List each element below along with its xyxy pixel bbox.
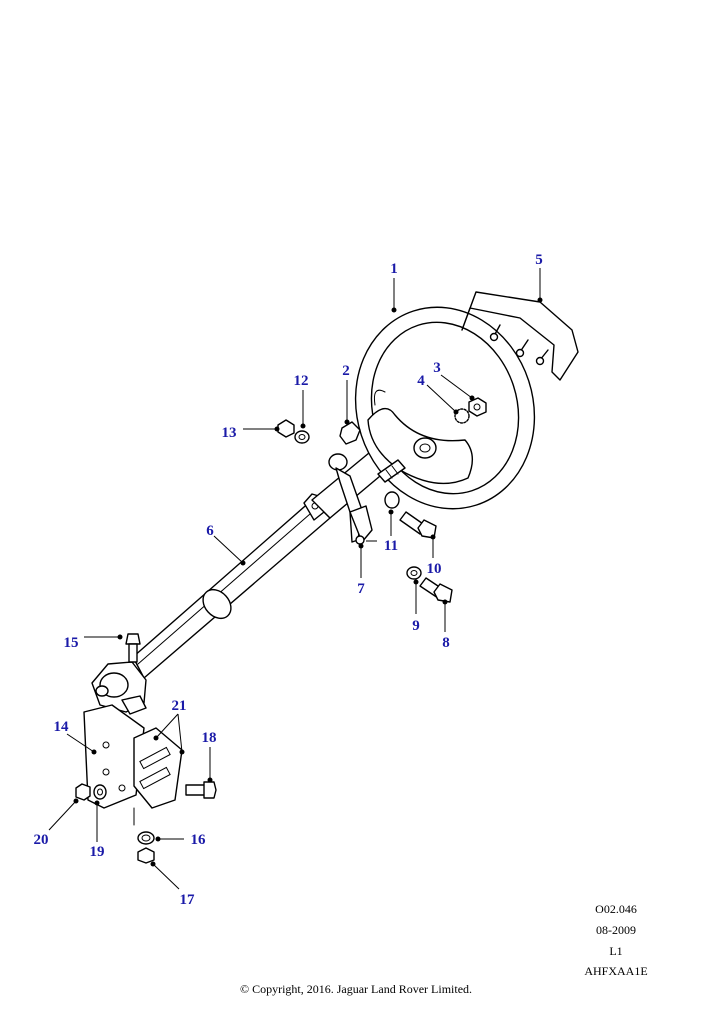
callout-2: 2	[342, 363, 350, 379]
callout-12: 12	[294, 373, 309, 389]
steering-wheel	[354, 306, 536, 510]
callout-labels: 1 2 3 4 5 6 7 8 9 10 11 12 13 14 15 16 1…	[34, 252, 543, 908]
callout-8: 8	[442, 635, 450, 651]
lower-bearing-clamp	[91, 661, 147, 715]
callout-14: 14	[54, 719, 70, 735]
level-code: L1	[609, 944, 623, 958]
callout-21: 21	[172, 698, 187, 714]
lock-washer	[454, 408, 470, 424]
callout-13: 13	[222, 425, 237, 441]
bolt-8	[419, 577, 453, 603]
column-mounting-bracket	[83, 704, 183, 826]
callout-15: 15	[64, 635, 79, 651]
callout-18: 18	[202, 730, 217, 746]
callout-4: 4	[417, 373, 425, 389]
washer-19	[93, 784, 107, 800]
horn-pad-cover	[461, 291, 579, 381]
callout-17: 17	[180, 892, 196, 908]
revision-date: 08-2009	[596, 923, 636, 937]
washer-11	[384, 491, 400, 509]
splined-shaft	[377, 459, 406, 483]
callout-20: 20	[34, 832, 49, 848]
nut-17	[137, 847, 155, 864]
callout-11: 11	[384, 538, 398, 554]
steering-column-shaft	[132, 445, 396, 679]
callout-5: 5	[535, 252, 543, 268]
wheel-nut	[468, 397, 487, 417]
washer-12	[294, 430, 310, 444]
bolt-15	[125, 633, 141, 663]
stalk-bracket	[328, 453, 373, 545]
reference-number: O02.046	[595, 902, 637, 916]
washer-16	[137, 831, 155, 845]
callout-9: 9	[412, 618, 420, 634]
leader-lines	[48, 268, 543, 890]
callout-1: 1	[390, 261, 398, 277]
copyright-notice: © Copyright, 2016. Jaguar Land Rover Lim…	[239, 982, 473, 996]
callout-7: 7	[357, 581, 365, 597]
callout-6: 6	[206, 523, 214, 539]
diagram-code: AHFXAA1E	[584, 964, 648, 978]
washer-9	[406, 566, 422, 580]
callout-3: 3	[433, 360, 441, 376]
nut-13	[277, 419, 295, 438]
callout-19: 19	[90, 844, 105, 860]
callout-16: 16	[191, 832, 207, 848]
nut-20	[75, 783, 91, 801]
clip	[339, 421, 361, 445]
bolt-18	[185, 781, 217, 799]
bolt-10	[399, 511, 437, 539]
callout-10: 10	[427, 561, 442, 577]
